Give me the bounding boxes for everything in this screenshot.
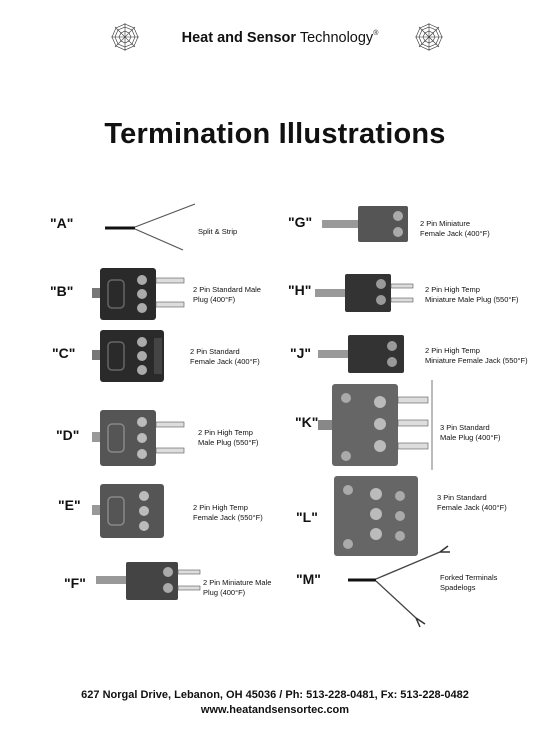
code-j: "J" [290, 345, 312, 361]
footer-website[interactable]: www.heatandsensortec.com [200, 704, 350, 716]
forked-terminals-illustration [348, 545, 450, 628]
brand-name: Heat and Sensor Technology® [181, 30, 379, 46]
standard-male-plug-illustration [92, 268, 185, 320]
miniature-male-plug-illustration [96, 562, 201, 600]
code-k: "K" [295, 414, 319, 430]
high-temp-miniature-female-jack-illustration [318, 335, 404, 373]
code-l: "L" [296, 509, 318, 525]
header: Heat and Sensor Technology® [0, 22, 550, 58]
footer-address: 627 Norgal Drive, Lebanon, OH 45036 / Ph… [81, 689, 469, 701]
split-strip-wire-illustration [105, 203, 196, 251]
high-temp-miniature-male-plug-illustration [315, 274, 414, 312]
three-pin-standard-female-jack-illustration [334, 476, 418, 556]
code-g: "G" [288, 214, 313, 230]
page-title: Termination Illustrations [104, 118, 446, 150]
spider-web-logo-icon [111, 23, 139, 51]
high-temp-male-plug-illustration [92, 410, 185, 466]
spider-web-logo-icon [415, 23, 443, 51]
code-m: "M" [296, 571, 321, 587]
code-h: "H" [288, 282, 312, 298]
code-d: "D" [56, 427, 80, 443]
desc-a: Split & Strip [198, 227, 238, 236]
standard-female-jack-illustration [92, 330, 164, 382]
footer: 627 Norgal Drive, Lebanon, OH 45036 / Ph… [0, 688, 550, 718]
three-pin-standard-male-plug-illustration [318, 380, 433, 470]
code-e: "E" [58, 497, 81, 513]
miniature-female-jack-illustration [322, 206, 408, 242]
code-a: "A" [50, 215, 74, 231]
code-f: "F" [64, 575, 86, 591]
code-b: "B" [50, 283, 74, 299]
high-temp-female-jack-illustration [92, 484, 164, 538]
code-c: "C" [52, 345, 76, 361]
